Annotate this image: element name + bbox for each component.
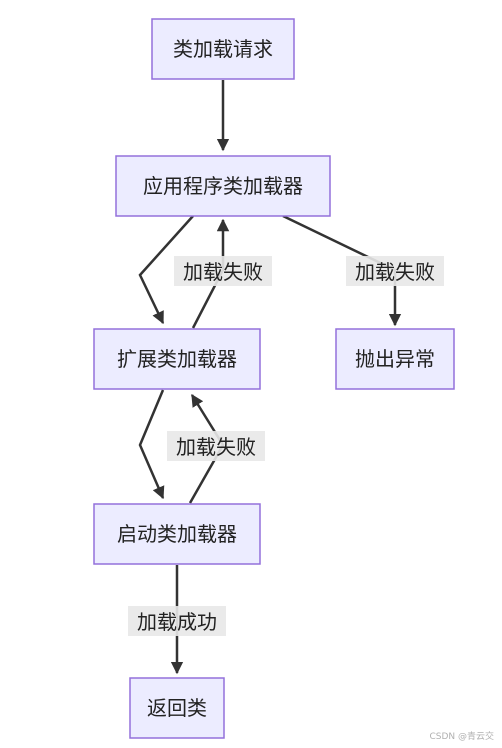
- node-bootstrap-class-loader: 启动类加载器: [93, 503, 261, 565]
- edge-label-boot-to-ext-fail: 加载失败: [167, 431, 265, 461]
- node-label: 应用程序类加载器: [143, 174, 303, 198]
- edge-label-ext-to-app-fail: 加载失败: [174, 256, 272, 286]
- edge-label-app-to-exception-fail: 加载失败: [346, 256, 444, 286]
- node-return-class: 返回类: [129, 677, 225, 739]
- node-label: 返回类: [147, 696, 207, 720]
- edge-label-text: 加载失败: [355, 260, 435, 284]
- node-extension-class-loader: 扩展类加载器: [93, 328, 261, 390]
- node-label: 启动类加载器: [117, 522, 237, 546]
- edge-ext-to-boot-delegate: [138, 389, 165, 500]
- node-throw-exception: 抛出异常: [335, 328, 455, 390]
- node-label: 类加载请求: [173, 37, 273, 61]
- edge-app-to-ext-delegate: [138, 215, 194, 325]
- edge-label-text: 加载失败: [176, 435, 256, 459]
- node-label: 扩展类加载器: [117, 347, 237, 371]
- node-application-class-loader: 应用程序类加载器: [115, 155, 331, 217]
- edge-label-boot-to-return-success: 加载成功: [128, 606, 226, 636]
- watermark: CSDN @青云交: [429, 732, 494, 742]
- edge-label-text: 加载失败: [183, 260, 263, 284]
- node-label: 抛出异常: [355, 347, 435, 371]
- edge-label-text: 加载成功: [137, 610, 217, 634]
- node-class-load-request: 类加载请求: [151, 18, 295, 80]
